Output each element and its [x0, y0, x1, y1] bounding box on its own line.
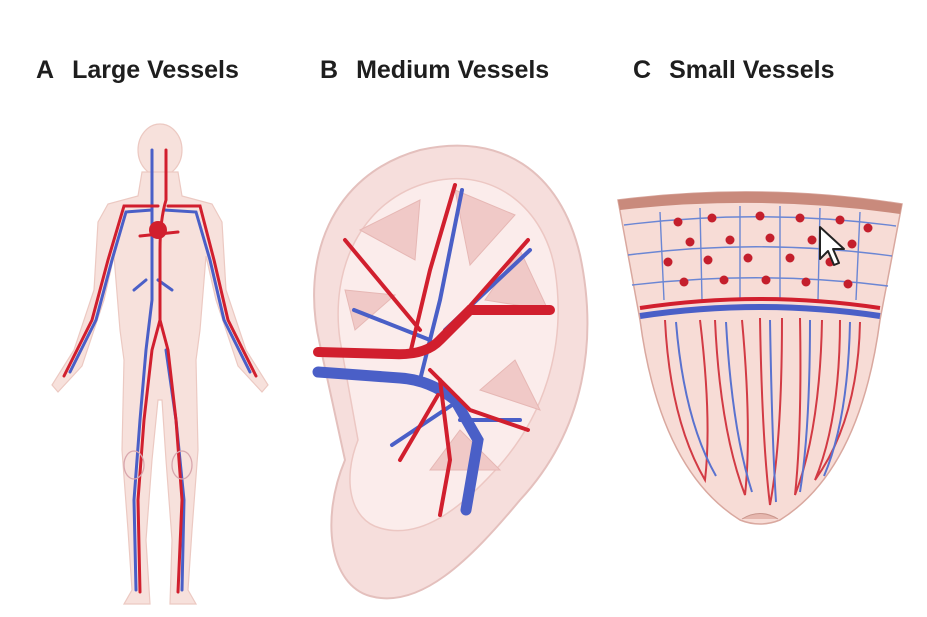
renal-vein [312, 366, 484, 516]
panel-b-label: Medium Vessels [356, 56, 550, 84]
tissue-illustration [617, 191, 903, 525]
panel-b-letter: B [320, 56, 339, 84]
panel-a-title: A Large Vessels [36, 56, 239, 85]
body-arteries [62, 148, 258, 594]
body-illustration [51, 123, 269, 605]
vasa-recta-arteries [664, 317, 861, 506]
body-head [137, 123, 183, 177]
kidney-pyramids [344, 189, 549, 471]
panel-c-label: Small Vessels [669, 56, 835, 84]
kidney-artery-branches [343, 183, 530, 517]
panel-c-letter: C [633, 56, 652, 84]
panel-b-title: B Medium Vessels [320, 56, 549, 85]
panel-a-letter: A [36, 56, 55, 84]
arcuate-vein [639, 304, 881, 319]
vasa-recta-veins [675, 319, 851, 503]
tissue-capsule [618, 191, 902, 214]
body-heart [149, 221, 167, 239]
arcuate-artery [639, 297, 881, 310]
panel-a-label: Large Vessels [72, 56, 239, 84]
mouse-pointer-icon [819, 226, 845, 266]
kidney-illustration [312, 144, 589, 600]
panel-c-title: C Small Vessels [633, 56, 834, 85]
tissue-papilla-notch [741, 513, 779, 520]
glomeruli [663, 211, 873, 289]
